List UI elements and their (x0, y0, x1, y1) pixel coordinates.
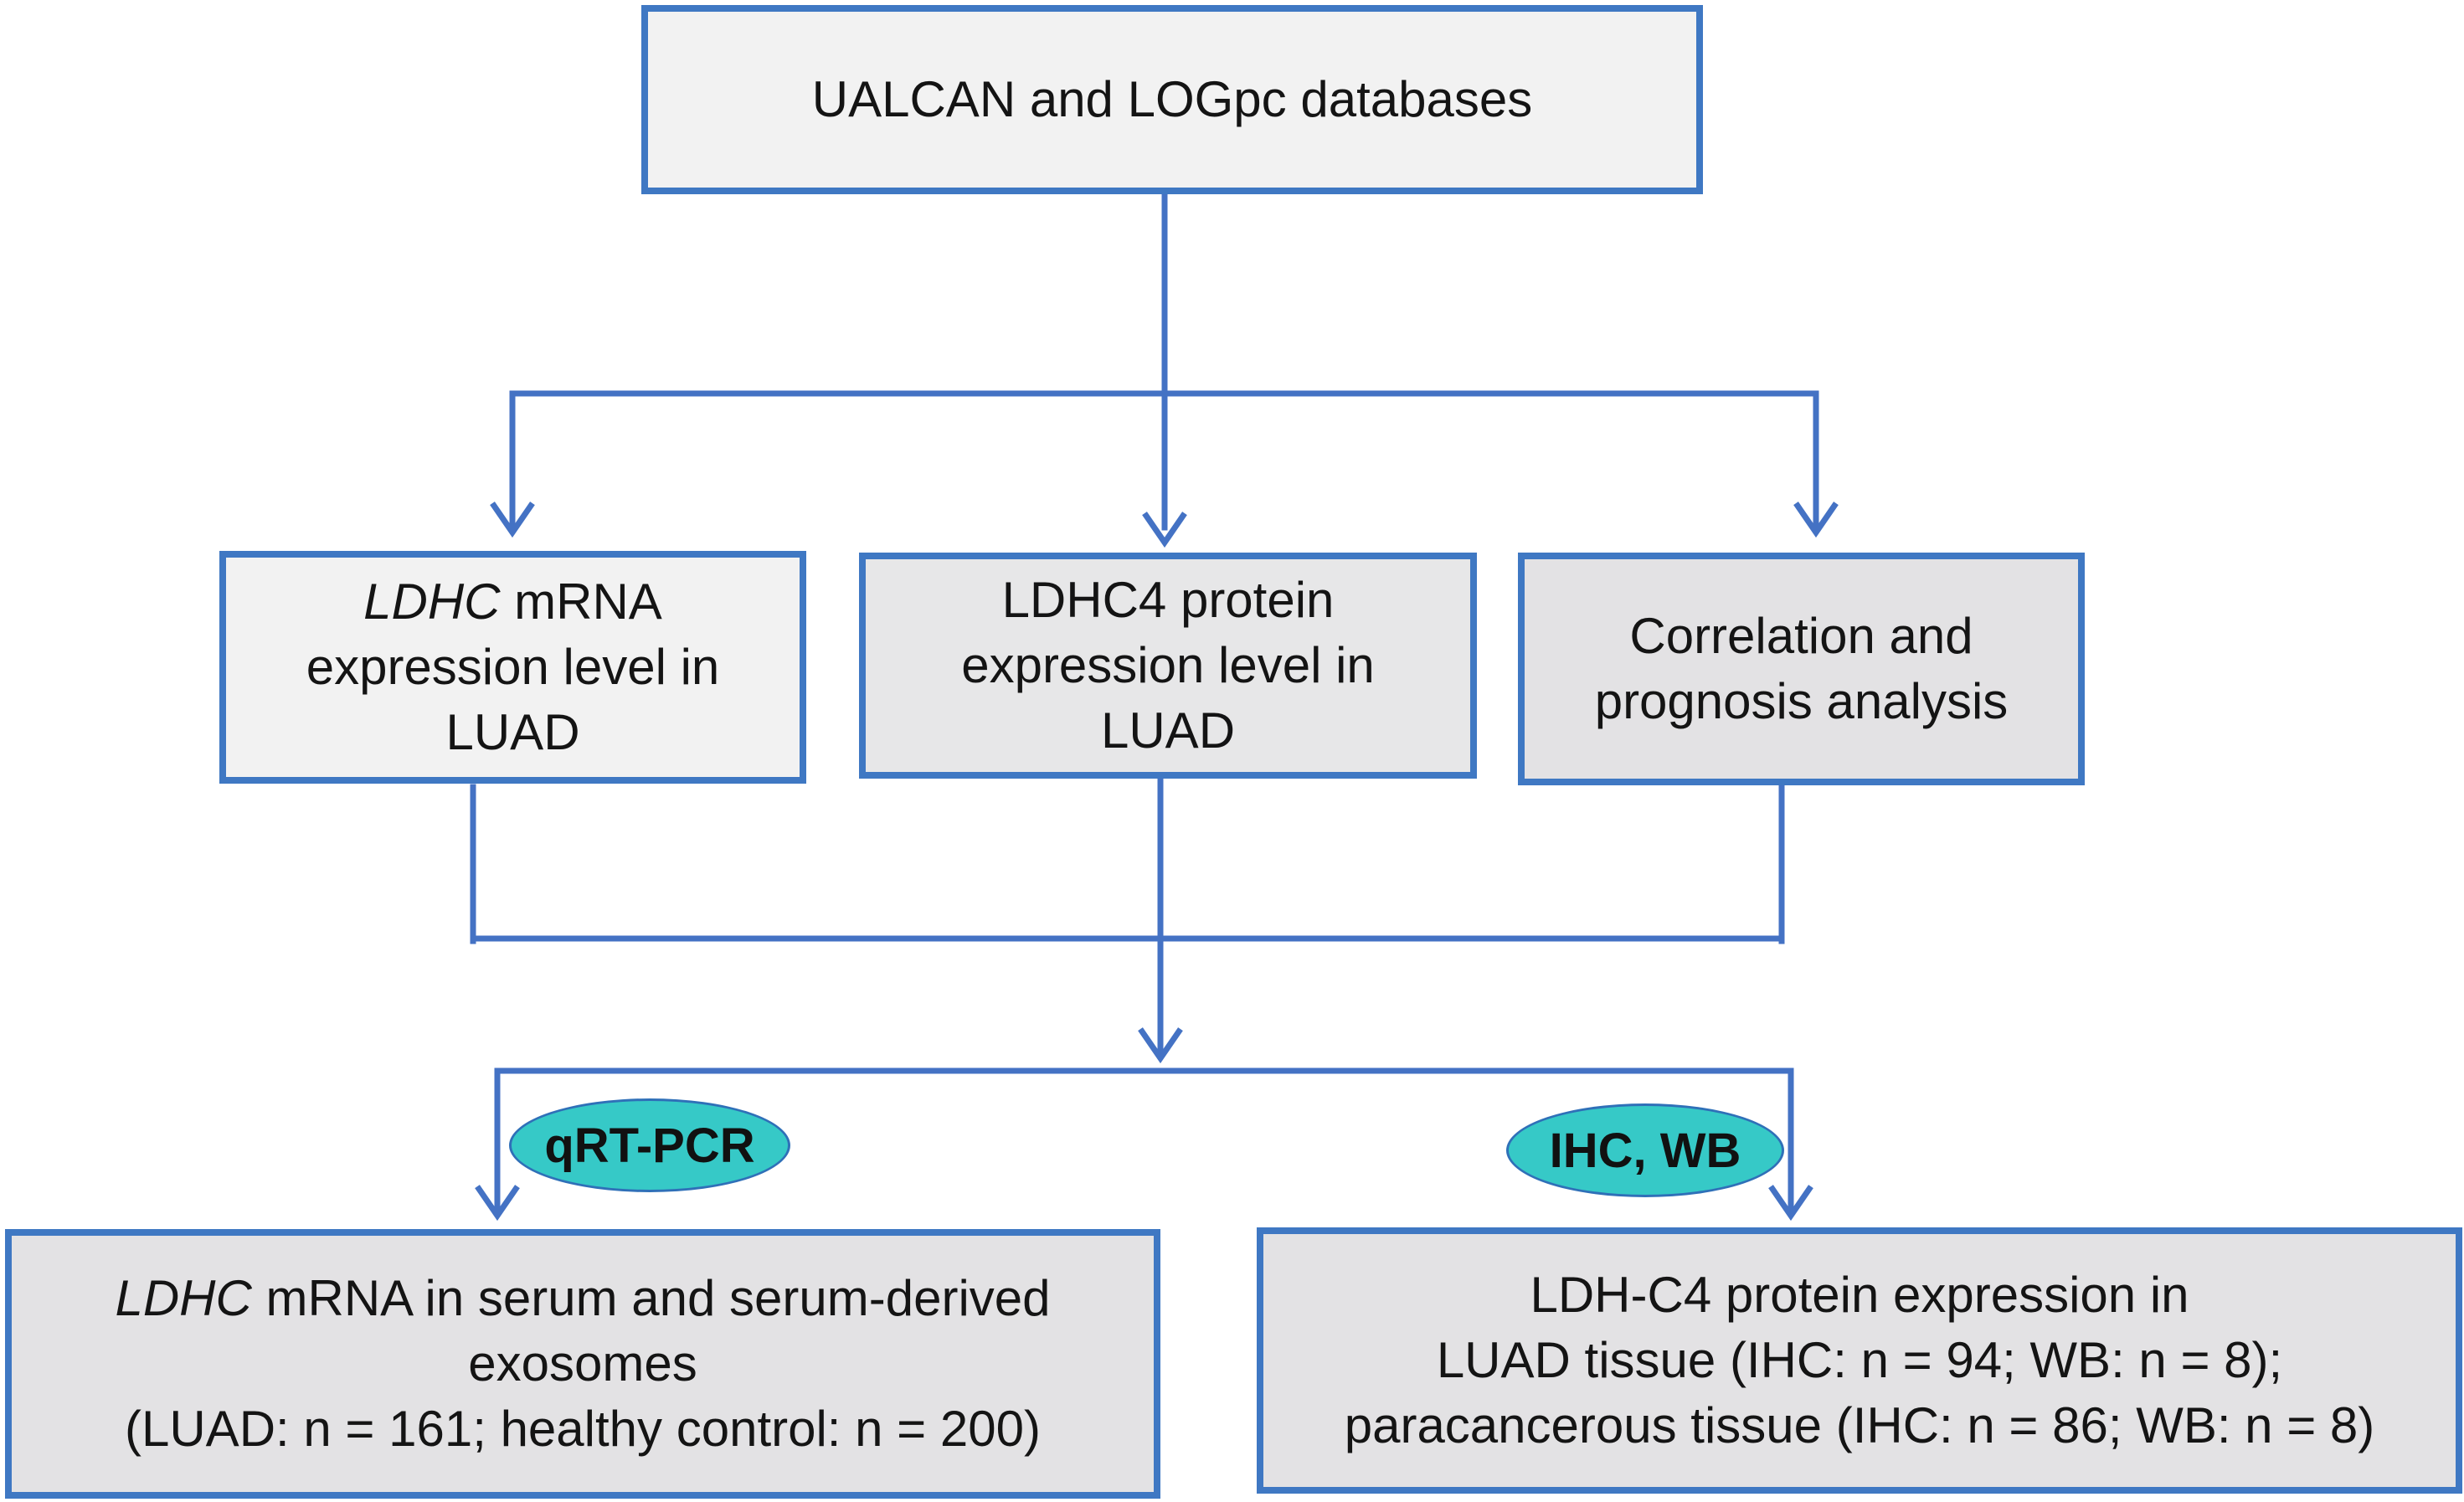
top-box-label: UALCAN and LOGpc databases (811, 71, 1533, 127)
box-correlation-prognosis: Correlation and prognosis analysis (1518, 553, 2085, 785)
box-correlation-line1: Correlation and (1629, 608, 1973, 664)
method-badge-ihc-wb: IHC, WB (1506, 1103, 1784, 1197)
box-ldhc4-line2: expression level in (961, 637, 1375, 693)
box-ldhc4-protein-expression: LDHC4 protein expression level in LUAD (859, 553, 1477, 779)
arrowhead-right-box (1793, 502, 1839, 538)
method-badge-ihc-wb-label: IHC, WB (1549, 1123, 1741, 1178)
box-serum-exosomes: LDHC mRNA in serum and serum-derived exo… (5, 1229, 1160, 1499)
arrowhead-bottom-left (475, 1185, 520, 1222)
method-badge-qrt-pcr-label: qRT-PCR (544, 1118, 755, 1173)
box-ldh-c4-tissue: LDH-C4 protein expression in LUAD tissue… (1257, 1227, 2462, 1494)
box-tissue-line2: LUAD tissue (IHC: n = 94; WB: n = 8); (1436, 1332, 2283, 1388)
top-box-databases: UALCAN and LOGpc databases (641, 5, 1703, 194)
arrowhead-left-box (490, 502, 535, 538)
box-serum-line1: LDHC mRNA in serum and serum-derived (115, 1270, 1051, 1326)
box-serum-line2: exosomes (468, 1335, 697, 1391)
box-ldhc-mrna-line3: LUAD (445, 704, 580, 760)
box-tissue-line3: paracancerous tissue (IHC: n = 86; WB: n… (1344, 1397, 2375, 1453)
box-serum-line3: (LUAD: n = 161; healthy control: n = 200… (125, 1401, 1041, 1457)
box-tissue-line1: LDH-C4 protein expression in (1530, 1267, 2189, 1323)
box-ldhc4-line1: LDHC4 protein (1001, 572, 1335, 628)
box-ldhc4-line3: LUAD (1100, 702, 1236, 759)
box-ldhc-mrna-line1: LDHC mRNA (363, 574, 662, 630)
box-ldhc-mrna-expression: LDHC mRNA expression level in LUAD (219, 551, 806, 784)
method-badge-qrt-pcr: qRT-PCR (509, 1098, 790, 1192)
box-ldhc-mrna-line2: expression level in (306, 639, 720, 695)
box-correlation-line2: prognosis analysis (1594, 673, 2009, 729)
arrowhead-bottom-right (1768, 1185, 1813, 1222)
arrowhead-merge (1138, 1027, 1183, 1064)
arrowhead-center-box (1142, 512, 1187, 548)
